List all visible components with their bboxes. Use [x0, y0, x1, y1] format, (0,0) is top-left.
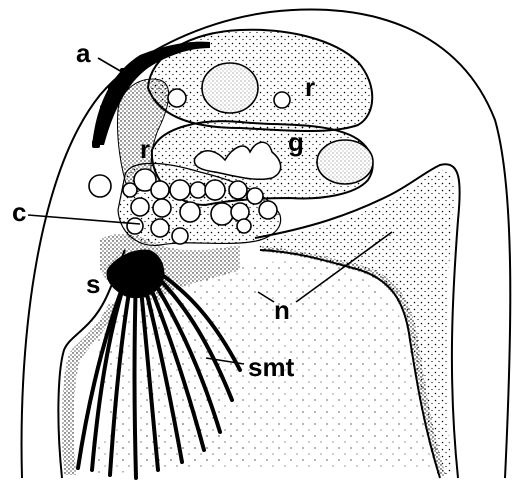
label-r-upper: r — [305, 72, 315, 102]
label-g: g — [288, 127, 304, 157]
label-r-lower: r — [140, 134, 150, 164]
label-c: c — [12, 197, 26, 227]
label-n: n — [274, 295, 290, 325]
label-s: s — [86, 269, 100, 299]
label-a: a — [76, 38, 91, 68]
label-smt: smt — [248, 352, 295, 382]
